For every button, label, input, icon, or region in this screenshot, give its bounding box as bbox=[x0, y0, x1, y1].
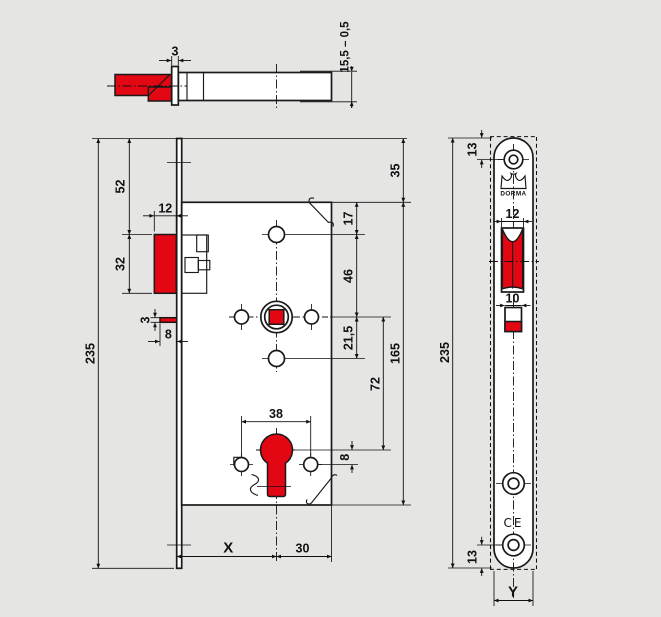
dim-top-screw-offset: 13 bbox=[466, 143, 480, 157]
latch-bevel-top bbox=[147, 86, 173, 102]
ce-mark: CE bbox=[504, 516, 524, 530]
dim-latch-width: 12 bbox=[158, 202, 172, 216]
screw-hole-inner bbox=[507, 538, 520, 552]
dim-latch-height: 32 bbox=[114, 257, 128, 271]
deadbolt-face bbox=[504, 320, 523, 333]
dim-hole-to-follower: 46 bbox=[342, 269, 356, 283]
break-squiggle bbox=[249, 473, 260, 497]
dim-follower-to-cylinder: 72 bbox=[369, 377, 383, 391]
dim-lip-depth: 8 bbox=[165, 328, 172, 342]
dim-plate-width: Y bbox=[508, 584, 518, 601]
spindle-square bbox=[268, 308, 285, 326]
fixing-hole bbox=[267, 225, 286, 244]
dim-backset: X bbox=[223, 540, 233, 557]
front-view: 235 52 32 12 3 8 17 46 21,5 72 bbox=[84, 137, 411, 570]
handle-screw-hole bbox=[233, 309, 250, 325]
latch-bolt-front bbox=[153, 233, 178, 295]
dim-screw-span: 38 bbox=[269, 407, 283, 421]
dim-latch-width-side: 12 bbox=[506, 207, 520, 221]
dim-top-to-latch: 52 bbox=[114, 180, 128, 194]
brand-logo-text: DORMA bbox=[500, 191, 526, 198]
latch-tail bbox=[181, 234, 208, 294]
handle-screw-hole bbox=[303, 309, 320, 325]
dim-deadbolt-width: 10 bbox=[506, 292, 520, 306]
fixing-hole bbox=[267, 349, 286, 368]
dim-axis-to-edge: 30 bbox=[296, 542, 310, 556]
corner-break-mark bbox=[305, 474, 338, 505]
latch-bevel-edge bbox=[148, 73, 171, 96]
lock-case-top bbox=[177, 71, 333, 102]
screw-hole-inner bbox=[508, 154, 519, 165]
dim-case-length: 165 bbox=[389, 343, 403, 364]
screw-hole-inner bbox=[507, 477, 520, 490]
latch-tail-notch bbox=[196, 234, 209, 253]
dorma-crown-icon bbox=[500, 171, 527, 190]
dim-top-to-hole: 17 bbox=[342, 212, 356, 226]
dim-axis-to-screw: 8 bbox=[338, 454, 352, 461]
dim-follower-to-hole: 21,5 bbox=[342, 326, 356, 350]
dim-plate-thickness: 3 bbox=[172, 45, 179, 59]
dim-plate-to-case: 35 bbox=[389, 164, 403, 178]
top-view: 15,5 – 0,5 3 bbox=[107, 21, 357, 109]
latch-tail-stub bbox=[197, 259, 211, 271]
dim-lip-thickness: 3 bbox=[139, 316, 153, 323]
dim-plate-length-side: 235 bbox=[438, 342, 452, 363]
deadbolt-lip bbox=[159, 316, 178, 324]
side-view: DORMA 12 10 CE 235 bbox=[438, 130, 539, 606]
dim-case-depth: 15,5 – 0,5 bbox=[340, 21, 352, 73]
dim-bottom-screw-offset: 13 bbox=[466, 550, 480, 564]
cylinder-screw-hole bbox=[233, 456, 250, 473]
hole-corner-mark bbox=[233, 456, 242, 466]
corner-break-mark bbox=[308, 197, 334, 227]
dim-plate-length: 235 bbox=[84, 343, 98, 364]
cylinder-screw-hole bbox=[302, 456, 319, 473]
euro-cylinder bbox=[259, 433, 294, 498]
